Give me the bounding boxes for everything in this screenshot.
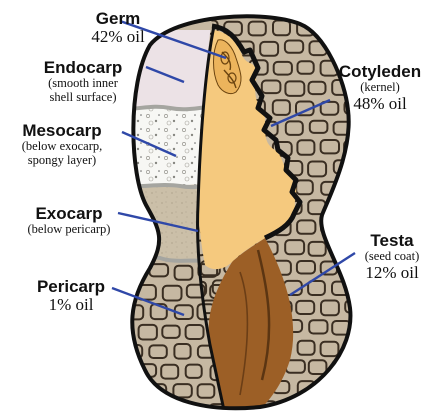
label-cotyledon: Cotyleden (kernel) 48% oil [330,63,430,113]
endocarp-note-line2: shell surface) [17,91,149,105]
shell-cell [357,200,375,212]
label-germ: Germ 42% oil [68,10,168,47]
shell-cell [358,402,377,415]
pericarp-title: Pericarp [28,278,114,296]
label-pericarp: Pericarp 1% oil [28,278,114,315]
testa-title: Testa [352,232,432,250]
shell-cell [320,380,338,394]
germ-title: Germ [68,10,168,28]
shell-cell [334,202,352,214]
mesocarp-title: Mesocarp [0,122,124,140]
shell-cell [333,40,352,54]
cotyledon-title: Cotyleden [330,63,430,81]
shell-cell [114,366,131,379]
shell-cell [334,400,353,414]
cotyledon-note: (kernel) [330,81,430,95]
label-exocarp: Exocarp (below pericarp) [14,205,124,237]
endocarp-title: Endocarp [17,59,149,77]
endocarp-note-line1: (smooth inner [17,77,149,91]
shell-cell [137,405,154,415]
germ-oil-value: 42% oil [68,28,168,46]
pericarp-oil-value: 1% oil [28,296,114,314]
shell-cell [346,20,365,34]
shell-cell [344,382,361,395]
shell-cell [113,405,130,415]
shell-cell [322,22,341,37]
label-endocarp: Endocarp (smooth inner shell surface) [17,59,149,104]
shell-cell [113,325,130,338]
testa-note: (seed coat) [352,250,432,264]
label-mesocarp: Mesocarp (below exocarp, spongy layer) [0,122,124,167]
shell-cell [333,241,350,256]
shell-cell [357,41,376,55]
shell-cell [127,265,144,278]
label-testa: Testa (seed coat) 12% oil [352,232,432,282]
shell-cell [357,160,375,174]
testa-oil-value: 12% oil [352,264,432,282]
exocarp-note: (below pericarp) [14,223,124,237]
shell-cell [357,361,376,376]
shell-cell [357,321,376,334]
mesocarp-note-line1: (below exocarp, [0,140,124,154]
exocarp-title: Exocarp [14,205,124,223]
shell-cell [309,402,326,415]
shell-cell [161,405,179,415]
mesocarp-note-line2: spongy layer) [0,154,124,168]
cotyledon-oil-value: 48% oil [330,95,430,113]
shell-cell [127,386,144,399]
shell-cell [345,180,363,194]
shell-cell [357,122,374,134]
